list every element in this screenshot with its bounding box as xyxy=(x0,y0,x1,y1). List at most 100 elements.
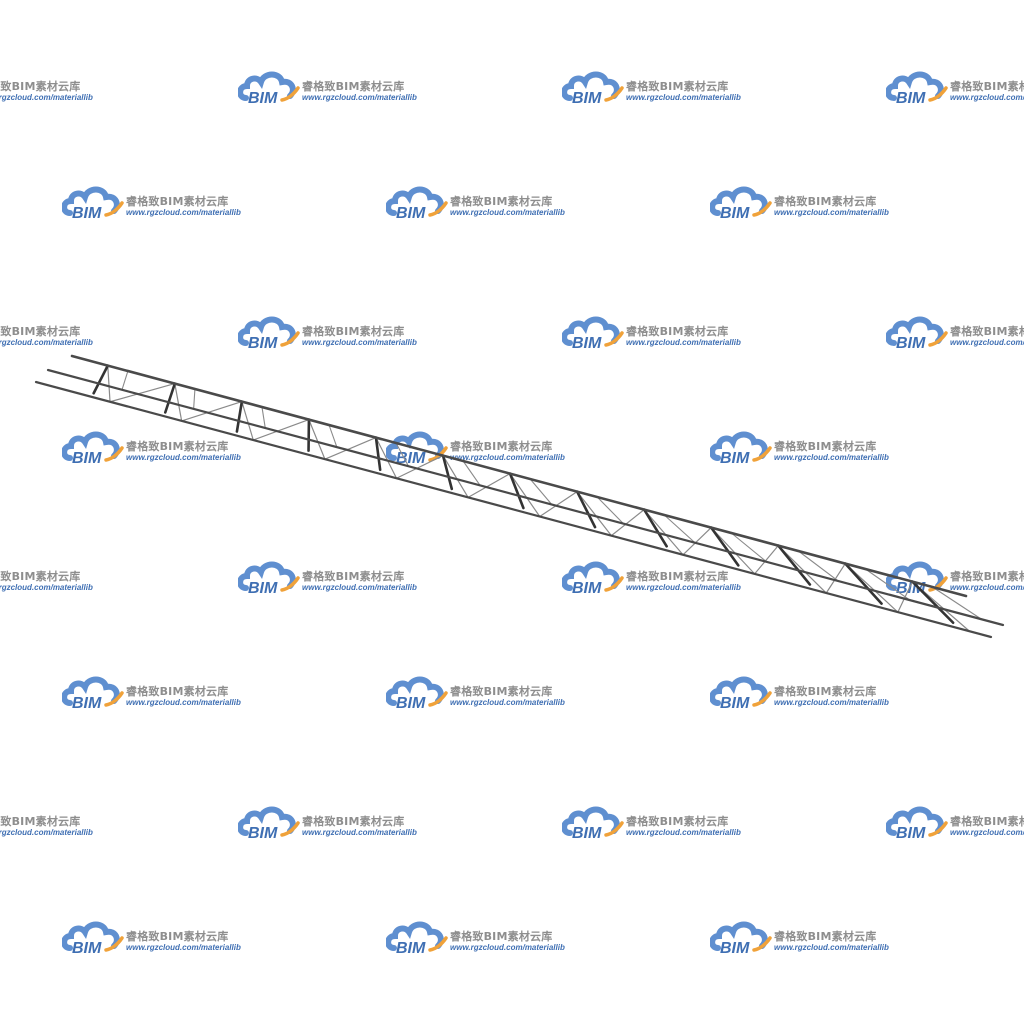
watermark-name: 睿格致BIM素材云库 xyxy=(126,685,229,698)
truss-web-bar xyxy=(710,526,756,575)
truss-top-chord xyxy=(70,354,968,598)
cloud-logo-icon: BIM xyxy=(386,431,448,466)
truss-cross-bar xyxy=(911,580,955,625)
watermark-name: 睿格致BIM素材云库 xyxy=(450,440,553,453)
logo-text: BIM xyxy=(720,205,750,221)
watermark-name: 睿格致BIM素材云库 xyxy=(950,815,1024,828)
logo-text: BIM xyxy=(896,90,926,106)
truss-cross-bar xyxy=(235,400,244,433)
watermark-url: www.rgzcloud.com/materiallib xyxy=(302,828,417,837)
watermark-name: 睿格致BIM素材云库 xyxy=(626,815,729,828)
truss-cross-bar xyxy=(709,526,740,567)
watermark-url: www.rgzcloud.com/materiallib xyxy=(126,943,241,952)
watermark-name: 睿格致BIM素材云库 xyxy=(126,195,229,208)
truss-bottom-chord xyxy=(34,380,993,639)
truss-cross-bar xyxy=(508,472,525,510)
cloud-logo-icon: BIM xyxy=(562,71,624,106)
watermark-url: www.rgzcloud.com/materiallib xyxy=(950,828,1024,837)
watermark-url: www.rgzcloud.com/materiallib xyxy=(774,208,889,217)
truss-cross-bar xyxy=(163,382,177,414)
watermark-url: www.rgzcloud.com/materiallib xyxy=(950,338,1024,347)
cloud-logo-icon: BIM xyxy=(62,186,124,221)
cloud-logo-icon: BIM xyxy=(238,316,300,351)
watermark-url: www.rgzcloud.com/materiallib xyxy=(450,453,565,462)
watermark-name: 睿格致BIM素材云库 xyxy=(950,80,1024,93)
truss-web-bar xyxy=(539,491,578,518)
cloud-logo-icon: BIM xyxy=(238,71,300,106)
logo-text: BIM xyxy=(572,580,602,596)
watermark-name: 睿格致BIM素材云库 xyxy=(450,195,553,208)
truss-web-bar xyxy=(107,365,111,403)
truss-web-bar xyxy=(462,460,481,486)
watermark-url: www.rgzcloud.com/materiallib xyxy=(626,583,741,592)
watermark-url: www.rgzcloud.com/materiallib xyxy=(0,583,93,592)
logo-text: BIM xyxy=(572,335,602,351)
logo-text: BIM xyxy=(572,90,602,106)
watermark-name: 睿格致BIM素材云库 xyxy=(626,325,729,338)
cloud-logo-icon: BIM xyxy=(710,186,772,221)
truss-web-bar xyxy=(261,406,266,429)
watermark-url: www.rgzcloud.com/materiallib xyxy=(450,698,565,707)
logo-text: BIM xyxy=(396,695,426,711)
watermark-url: www.rgzcloud.com/materiallib xyxy=(950,93,1024,102)
truss-cross-bar xyxy=(92,364,110,395)
truss-cross-bar xyxy=(642,508,668,548)
watermark-tile: BIM睿格致BIM素材云库www.rgzcloud.com/materialli… xyxy=(886,315,1024,351)
truss-web-bar xyxy=(529,478,553,506)
logo-text: BIM xyxy=(248,335,278,351)
truss-web-bar xyxy=(797,550,839,582)
truss-web-bar xyxy=(682,526,712,556)
cloud-logo-icon: BIM xyxy=(62,431,124,466)
watermark-url: www.rgzcloud.com/materiallib xyxy=(126,208,241,217)
logo-text: BIM xyxy=(396,205,426,221)
truss-web-bar xyxy=(328,424,338,448)
watermark-name: 睿格致BIM素材云库 xyxy=(126,440,229,453)
cloud-logo-icon: BIM xyxy=(238,561,300,596)
cloud-logo-icon: BIM xyxy=(386,676,448,711)
truss-web-bar xyxy=(252,419,310,441)
watermark-url: www.rgzcloud.com/materiallib xyxy=(0,828,93,837)
watermark-tile: BIM 睿格致BIM素材云库www.rgzcloud.com/materialli… xyxy=(886,70,1024,106)
truss-web-bar xyxy=(596,496,624,525)
truss-web-bar xyxy=(181,401,243,422)
watermark-name: 睿格致BIM素材云库 xyxy=(0,325,81,338)
watermark-name: 睿格致BIM素材云库 xyxy=(774,930,877,943)
logo-text: BIM xyxy=(248,580,278,596)
truss-web-bar xyxy=(375,437,398,479)
truss-web-bar xyxy=(467,473,511,498)
cloud-logo-icon: BIM xyxy=(710,431,772,466)
logo-text: BIM xyxy=(72,695,102,711)
truss-web-bar xyxy=(663,514,696,544)
truss-web-bar xyxy=(864,568,911,601)
cloud-logo-icon: BIM xyxy=(386,186,448,221)
watermark-name: 睿格致BIM素材云库 xyxy=(626,570,729,583)
watermark-name: 睿格致BIM素材云库 xyxy=(950,570,1024,583)
truss-web-bar xyxy=(754,544,779,575)
watermark-url: www.rgzcloud.com/materiallib xyxy=(302,93,417,102)
watermark-name: 睿格致BIM素材云库 xyxy=(302,325,405,338)
watermark-url: www.rgzcloud.com/materiallib xyxy=(450,208,565,217)
cloud-logo-icon: BIM xyxy=(238,806,300,841)
truss-web-bar xyxy=(121,370,129,391)
watermark-name: 睿格致BIM素材云库 xyxy=(0,570,81,583)
watermark-url: www.rgzcloud.com/materiallib xyxy=(626,93,741,102)
truss-web-bar xyxy=(109,383,176,403)
logo-text: BIM xyxy=(248,90,278,106)
truss-web-bar xyxy=(825,562,846,594)
logo-text: BIM xyxy=(72,940,102,956)
watermark-url: www.rgzcloud.com/materiallib xyxy=(302,583,417,592)
